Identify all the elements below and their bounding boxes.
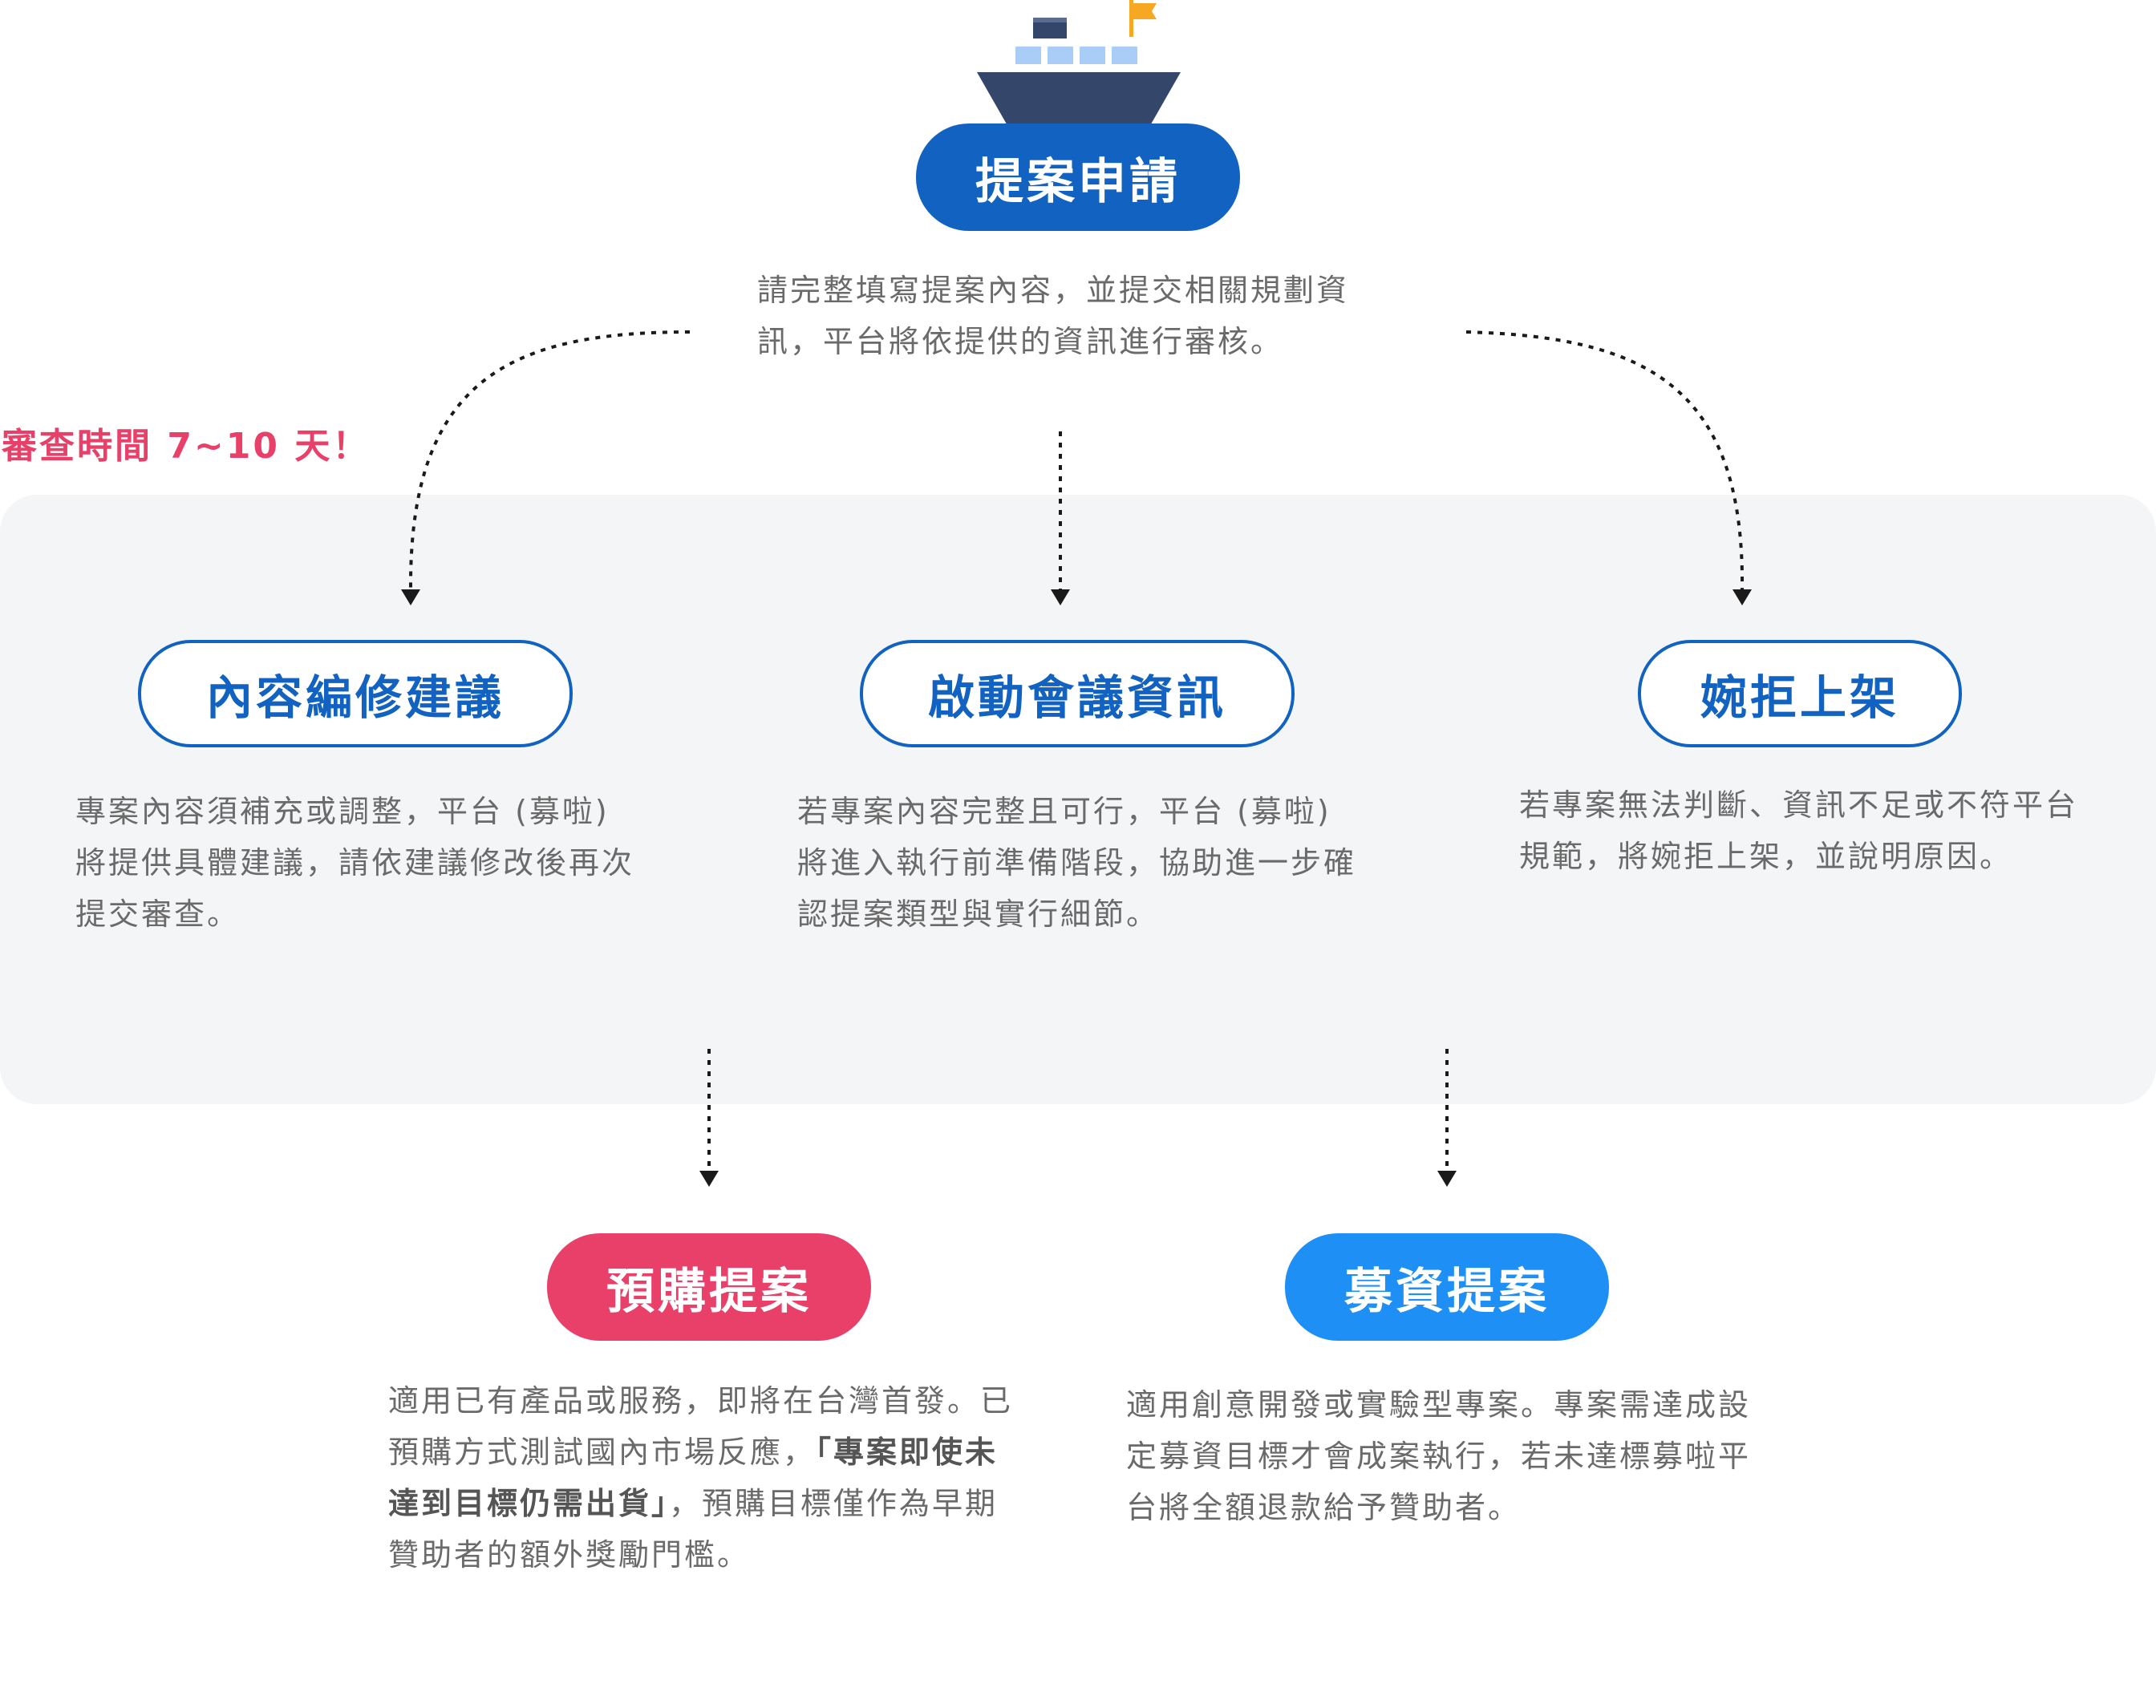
content-revision-node: 內容編修建議 [138,640,573,747]
kickoff-meeting-title: 啟動會議資訊 [927,670,1226,725]
preorder-desc-emphasis: 「專案即使未達到目標仍需出貨」 [388,1435,999,1521]
submit-proposal-node: 提案申請 [916,123,1240,231]
crowdfunding-proposal-node: 募資提案 [1285,1233,1609,1341]
review-time-note: 審查時間 7~10 天！ [2,426,371,467]
ship-icon [977,0,1181,128]
connector-right [1465,330,1745,590]
arrow-down-icon [1051,589,1070,605]
preorder-desc-text: 適用已有產品或服務，即將在台灣首發。已預購方式測試國內市場反應， [388,1383,1014,1470]
decline-listing-node: 婉拒上架 [1638,640,1962,747]
submit-proposal-desc: 請完整填寫提案內容，並提交相關規劃資訊，平台將依提供的資訊進行審核。 [757,273,1350,359]
flag-icon [1129,0,1157,37]
connector-left [408,330,691,590]
kickoff-meeting-node: 啟動會議資訊 [860,640,1295,747]
submit-proposal-title: 提案申請 [975,153,1181,210]
arrow-down-icon [1732,589,1752,605]
review-panel [0,495,2156,1104]
content-revision-desc: 專案內容須補充或調整，平台 (募啦) 將提供具體建議，請依建議修改後再次提交審查… [75,794,635,932]
content-revision-title: 內容編修建議 [205,670,505,725]
decline-listing-desc: 若專案無法判斷、資訊不足或不符平台規範，將婉拒上架，並說明原因。 [1519,787,2079,874]
preorder-proposal-title: 預購提案 [606,1263,812,1320]
crowdfunding-proposal-desc: 適用創意開發或實驗型專案。專案需達成設定募資目標才會成案執行，若未達標募啦平台將… [1126,1387,1752,1525]
preorder-proposal-desc: 適用已有產品或服務，即將在台灣首發。已預購方式測試國內市場反應，「專案即使未達到… [388,1375,1030,1581]
kickoff-meeting-desc: 若專案內容完整且可行，平台 (募啦) 將進入執行前準備階段，協助進一步確認提案類… [797,794,1357,932]
preorder-desc-text-end: ，預購目標僅作為早期贊助者的額外獎勵門檻。 [388,1486,999,1572]
decline-listing-title: 婉拒上架 [1700,670,1899,725]
arrow-down-icon [1437,1171,1457,1187]
arrow-down-icon [699,1171,719,1187]
arrow-down-icon [401,589,420,605]
preorder-proposal-node: 預購提案 [547,1233,871,1341]
crowdfunding-proposal-title: 募資提案 [1344,1263,1550,1320]
